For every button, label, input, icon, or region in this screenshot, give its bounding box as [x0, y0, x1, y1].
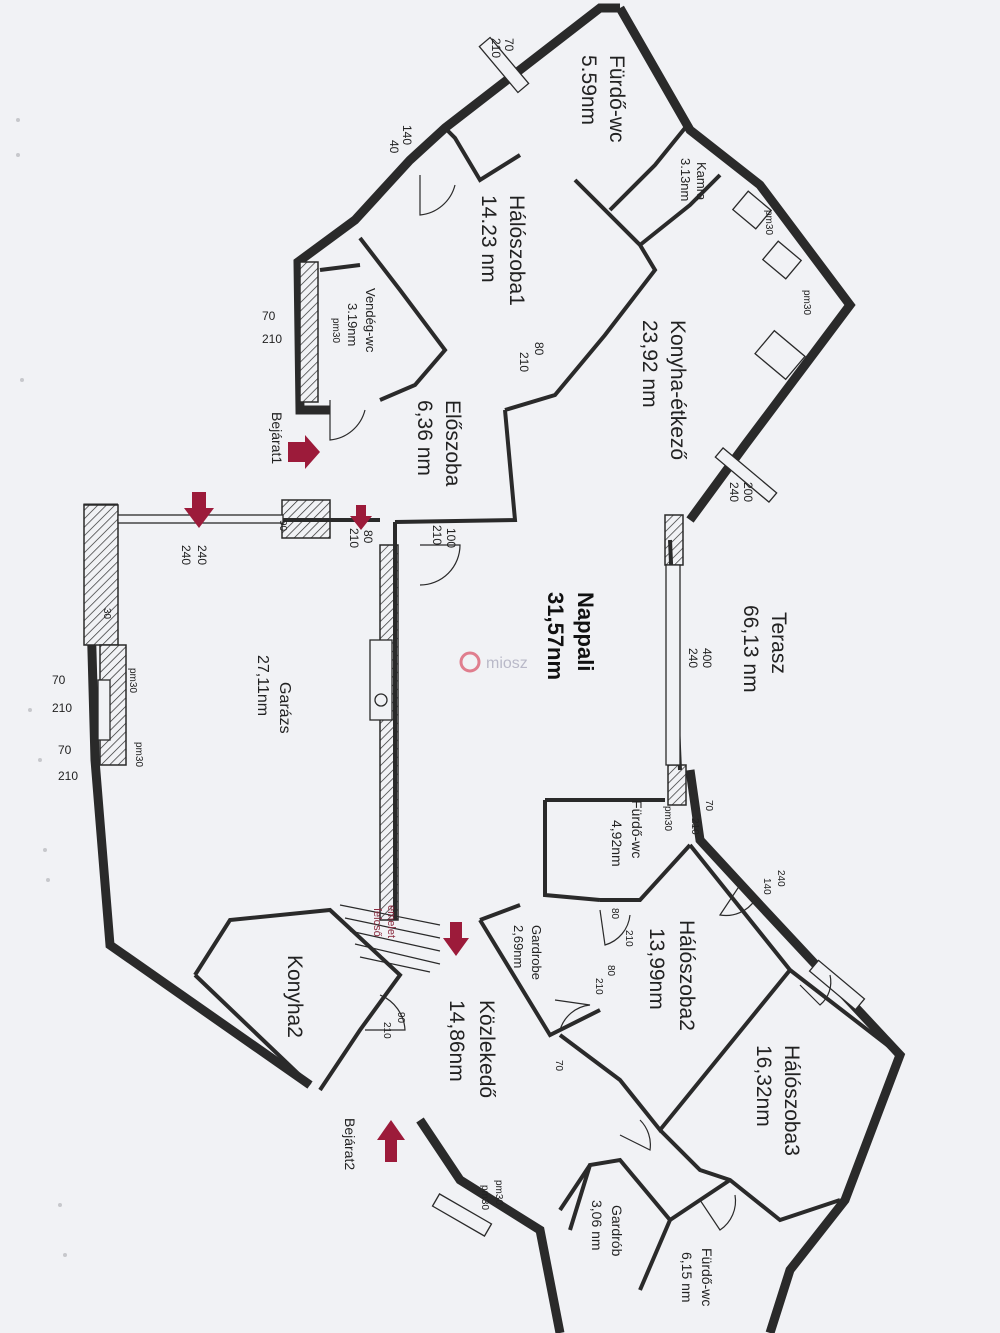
- dimension-label: 80: [361, 530, 375, 544]
- dimension-labels: 70 210 140 40 70 210 pm30 80 210 100 210…: [52, 38, 812, 1210]
- entrance-arrow-1: [288, 435, 320, 469]
- dimension-label: 140: [761, 878, 772, 895]
- room-name-eloszoba: Előszoba: [441, 400, 464, 487]
- room-name-haloszoba1: Hálószoba1: [505, 195, 528, 306]
- dimension-label: 210: [689, 818, 700, 835]
- stair-note-line1: emelet: [385, 905, 397, 938]
- dimension-label: 70: [262, 309, 276, 323]
- doors: [329, 175, 832, 1231]
- dimension-label: 210: [58, 769, 78, 783]
- dimension-label: 90: [277, 520, 288, 532]
- dimension-label: 210: [430, 525, 444, 545]
- dimension-label: 100: [444, 528, 458, 548]
- arrow-down-garage: [184, 492, 214, 528]
- room-name-konyha2: Konyha2: [283, 955, 306, 1038]
- dimension-label: 240: [195, 545, 209, 565]
- dimension-label: pm30: [133, 742, 144, 767]
- room-area-gardrob: 3,06 nm: [589, 1200, 605, 1251]
- room-area-furdo-wc-2: 4,92nm: [609, 820, 625, 867]
- dimension-label: 210: [623, 930, 634, 947]
- dimension-label: pm30: [493, 1180, 504, 1205]
- dimension-label: 240: [775, 870, 786, 887]
- entrance-arrows: [184, 435, 469, 1162]
- room-name-konyha-etkezo: Konyha-étkező: [666, 320, 689, 460]
- dimension-label: pm30: [662, 806, 673, 831]
- room-area-haloszoba1: 14.23 nm: [477, 195, 500, 283]
- dimension-label: 240: [727, 482, 741, 502]
- entrance-label-2: Bejárat2: [342, 1118, 358, 1170]
- dimension-label: pm30: [127, 668, 138, 693]
- hatched-walls: [83, 261, 687, 921]
- room-area-eloszoba: 6,36 nm: [413, 400, 436, 476]
- room-area-kozlekedo: 14,86nm: [445, 1000, 468, 1082]
- dimension-label: pm30: [763, 210, 774, 235]
- dimension-label: 30: [101, 608, 112, 620]
- room-area-konyha-etkezo: 23,92 nm: [638, 320, 661, 408]
- dimension-label: pm30: [479, 1185, 490, 1210]
- room-area-furdo-wc-3: 6,15 nm: [679, 1252, 695, 1303]
- room-name-furdo-wc-2: Fürdő-wc: [629, 800, 645, 858]
- dimension-label: 70: [703, 800, 714, 812]
- room-name-haloszoba3: Hálószoba3: [780, 1045, 803, 1156]
- dimension-label: pm30: [330, 318, 341, 343]
- kitchen-fixtures: [369, 190, 806, 721]
- dimension-label: 70: [553, 1060, 564, 1072]
- room-name-gardrobe: Gardrobe: [529, 925, 544, 980]
- dimension-label: 210: [489, 38, 503, 58]
- dimension-label: 70: [52, 673, 66, 687]
- room-name-terasz: Terasz: [767, 612, 790, 674]
- dimension-label: 80: [605, 965, 616, 977]
- room-name-gardrob: Gardrób: [609, 1205, 625, 1257]
- dimension-label: 70: [58, 743, 72, 757]
- room-name-kozlekedo: Közlekedő: [475, 1000, 498, 1098]
- arrow-down-kozlekedo: [443, 922, 469, 956]
- entrance-arrow-2: [377, 1120, 405, 1162]
- room-area-haloszoba3: 16,32nm: [752, 1045, 775, 1127]
- dimension-label: 210: [517, 352, 531, 372]
- room-name-furdo-wc-1: Fürdő-wc: [605, 55, 628, 143]
- dimension-label: 90: [395, 1012, 406, 1024]
- arrow-down-eloszoba: [350, 505, 372, 530]
- room-area-gardrobe: 2,69nm: [511, 925, 526, 968]
- watermark: miosz: [459, 651, 528, 673]
- dimension-label: 240: [179, 545, 193, 565]
- room-area-haloszoba2: 13,99nm: [645, 928, 668, 1010]
- dimension-label: 80: [609, 908, 620, 920]
- watermark-heart-icon: [459, 651, 481, 673]
- entrance-label-1: Bejárat1: [269, 412, 285, 464]
- dimension-label: 140: [400, 125, 414, 145]
- paper-dots: [16, 118, 67, 1257]
- room-area-nappali: 31,57nm: [543, 592, 568, 680]
- room-area-garazs: 27,11nm: [254, 655, 271, 716]
- room-area-vendeg-wc: 3.19nm: [345, 303, 360, 346]
- room-area-kamra: 3.13nm: [678, 158, 693, 201]
- room-name-haloszoba2: Hálószoba2: [675, 920, 698, 1031]
- room-name-garazs: Garázs: [276, 682, 293, 734]
- room-area-terasz: 66,13 nm: [739, 605, 762, 693]
- dimension-label: pm30: [801, 290, 812, 315]
- room-name-furdo-wc-3: Fürdő-wc: [699, 1248, 715, 1306]
- dimension-label: 240: [686, 648, 700, 668]
- dimension-label: 210: [593, 978, 604, 995]
- watermark-text: miosz: [486, 655, 528, 672]
- stairs: [339, 904, 441, 973]
- room-name-vendeg-wc: Vendég-wc: [363, 288, 378, 353]
- dimension-label: 80: [532, 342, 546, 356]
- dimension-label: 210: [381, 1022, 392, 1039]
- dimension-label: 70: [502, 38, 516, 52]
- dimension-label: 40: [387, 140, 401, 154]
- dimension-label: 210: [52, 701, 72, 715]
- room-name-nappali: Nappali: [573, 592, 598, 671]
- room-name-kamra: Kamra: [694, 162, 709, 201]
- stair-note-line2: felcső: [371, 908, 383, 937]
- room-area-furdo-wc-1: 5.59nm: [577, 55, 600, 125]
- dimension-label: 210: [347, 528, 361, 548]
- dimension-label: 210: [262, 332, 282, 346]
- dimension-label: 200: [741, 482, 755, 502]
- dimension-label: 400: [700, 648, 714, 668]
